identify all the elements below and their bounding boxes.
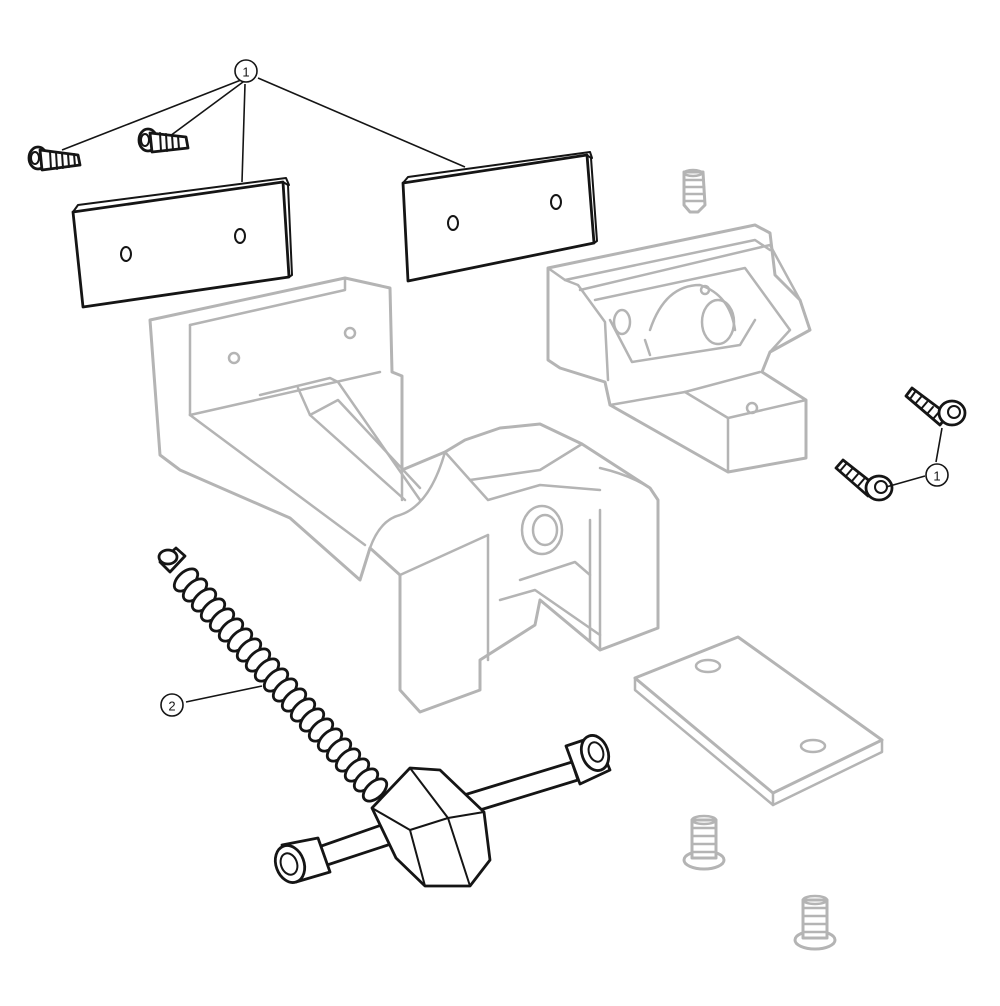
plate-screw-2 — [793, 894, 837, 951]
cap-screw-upper — [904, 386, 967, 427]
callout-label: 1 — [242, 65, 249, 80]
jaw-plate-screw-2 — [137, 127, 190, 154]
plate-screw-1 — [682, 814, 726, 871]
callout-jaw-plates: 1 — [234, 59, 258, 83]
callout-leaders — [61, 77, 943, 703]
bottom-plate — [633, 635, 884, 807]
vise-body — [148, 276, 660, 714]
set-screw — [682, 168, 707, 214]
jaw-plate-right — [401, 151, 598, 283]
callout-label: 2 — [168, 699, 175, 714]
lead-screw-threads — [172, 567, 389, 803]
lead-screw — [157, 546, 389, 803]
callout-jaw-screws: 1 — [925, 463, 949, 487]
movable-jaw — [546, 223, 812, 474]
cap-screw-lower — [834, 458, 894, 502]
jaw-plate-left — [71, 177, 293, 309]
callout-lead-screw: 2 — [160, 693, 184, 717]
jaw-plate-screw-1 — [27, 145, 82, 172]
callout-label: 1 — [933, 469, 940, 484]
hex-nut — [370, 766, 492, 888]
